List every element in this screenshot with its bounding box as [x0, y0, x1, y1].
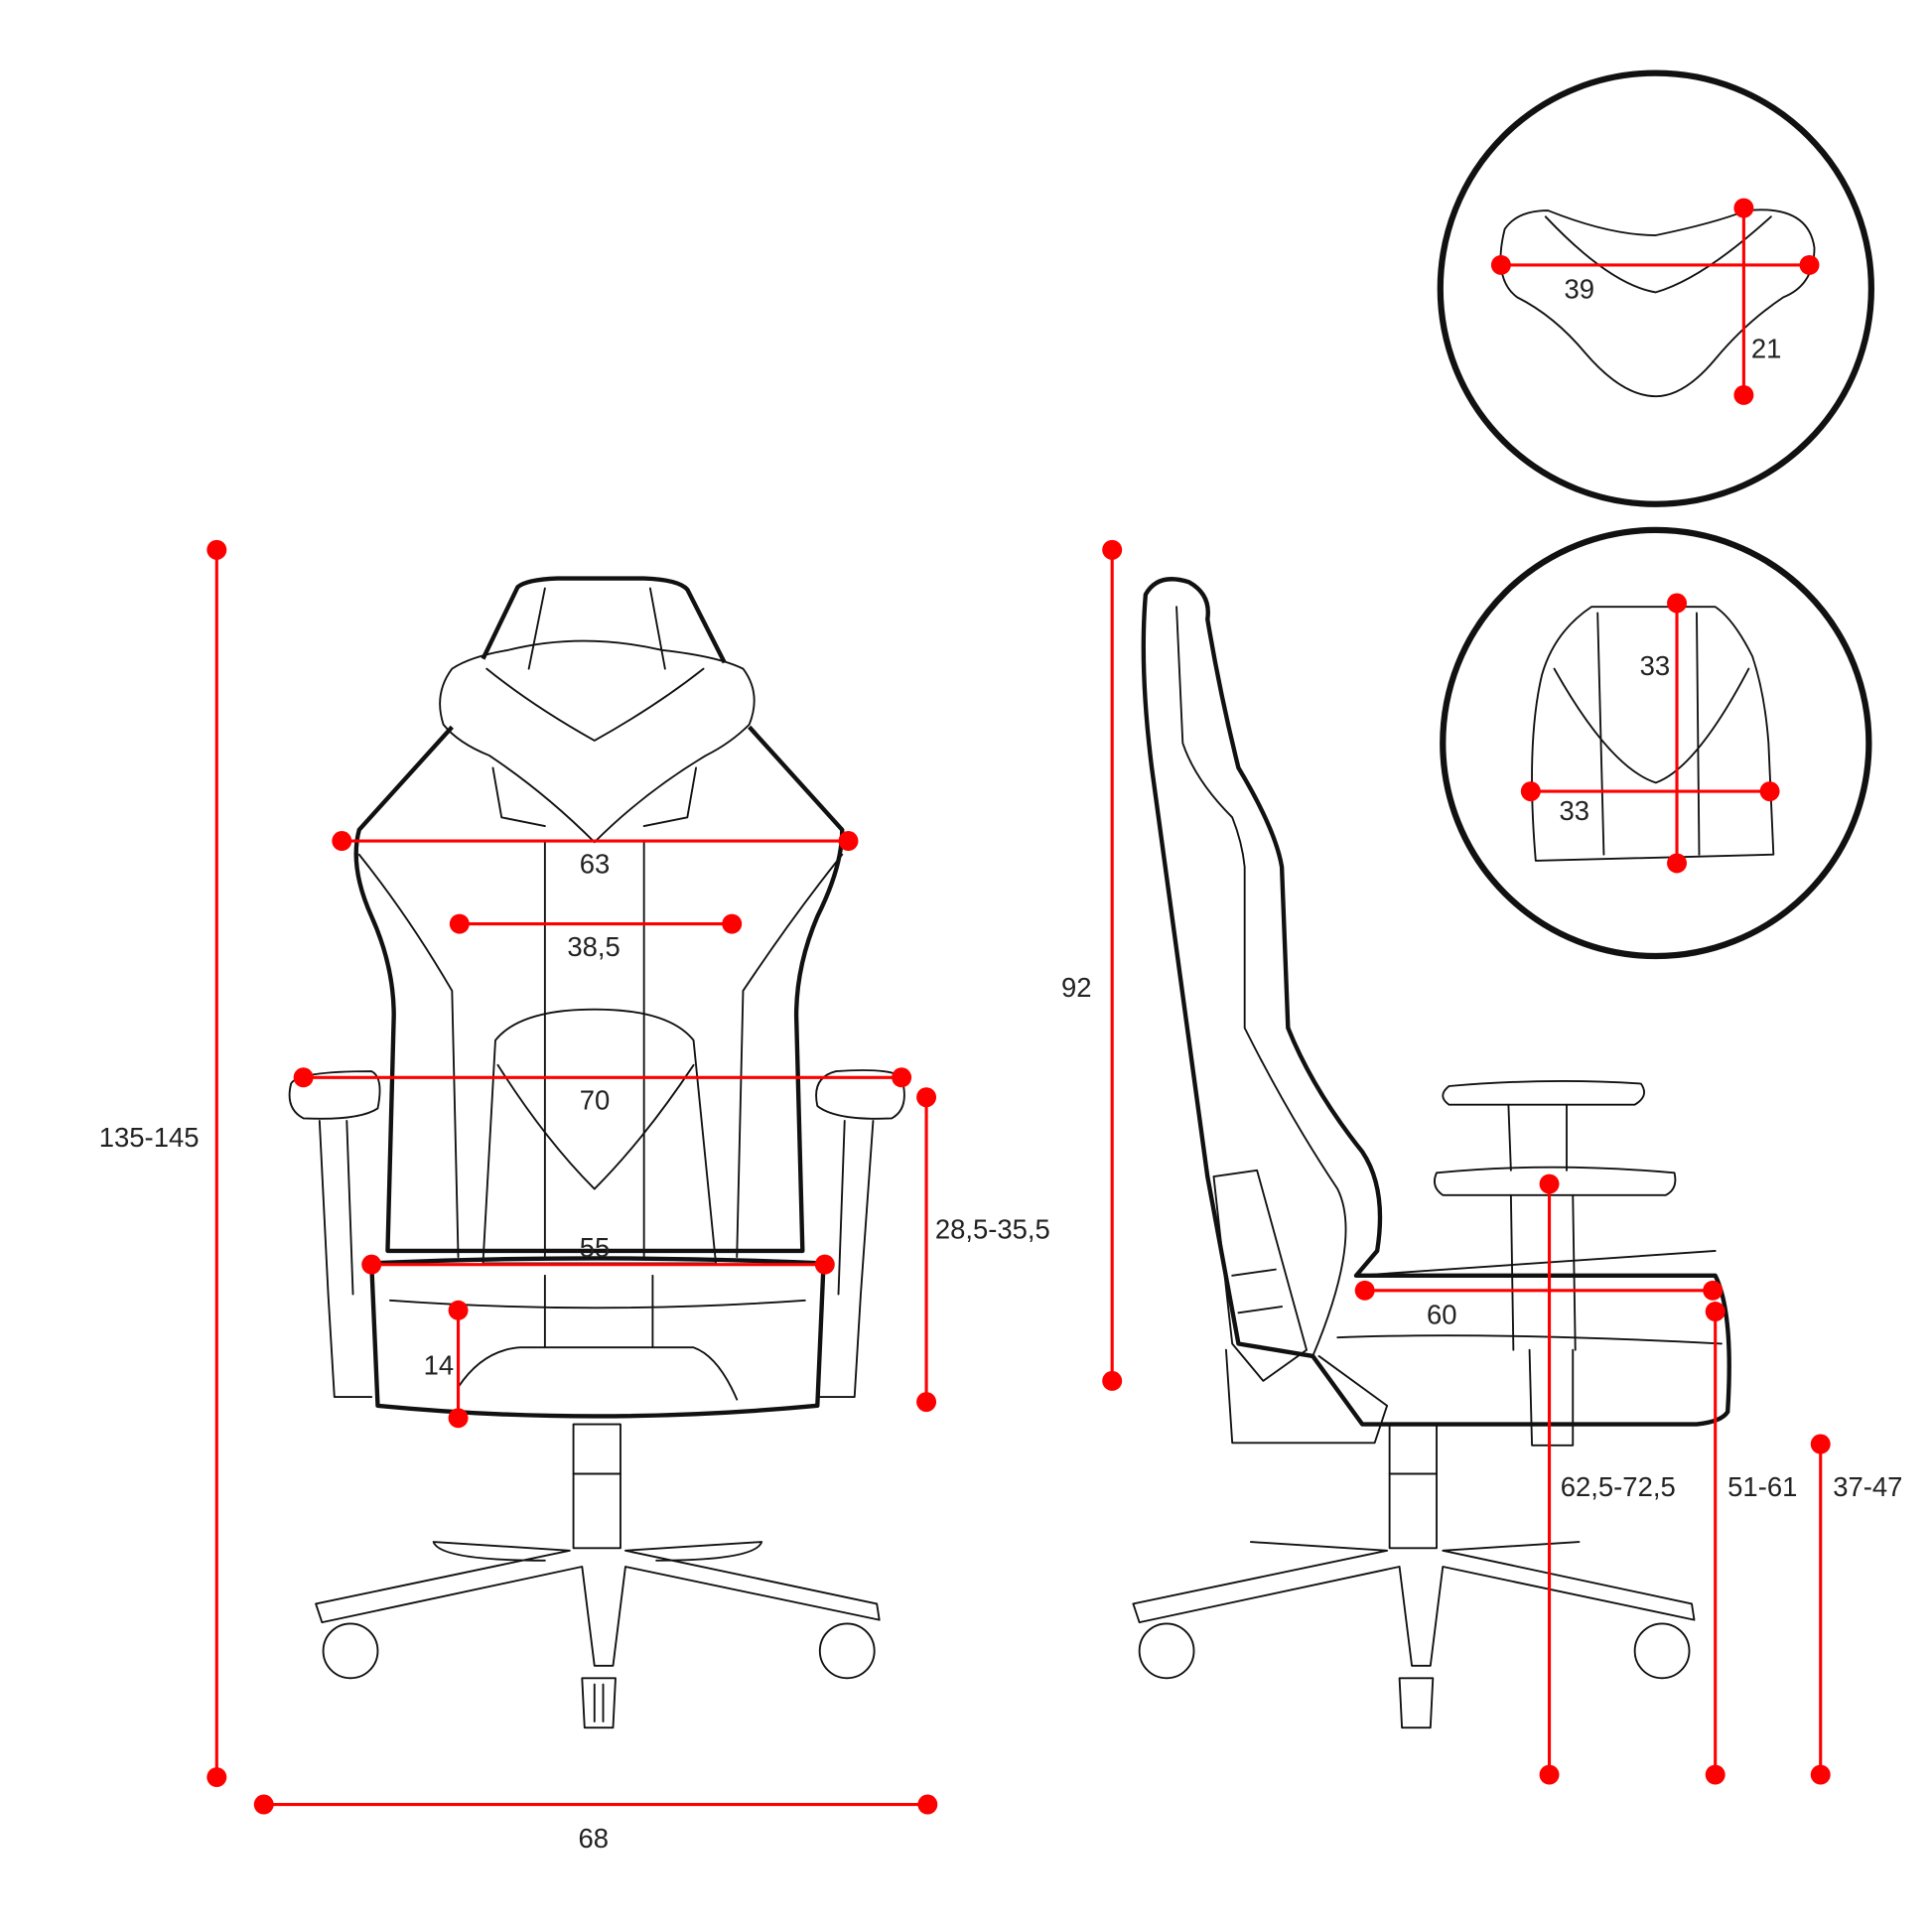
- side-view-chair: [1132, 577, 1731, 1729]
- armrest-span-label: 70: [580, 1085, 611, 1116]
- seat-floor-height-label: 37-47: [1833, 1471, 1902, 1502]
- seat-front-height-label: 51-61: [1727, 1471, 1797, 1502]
- headrest-detail: [1437, 69, 1874, 507]
- headrest-height-label: 21: [1751, 334, 1782, 364]
- base-width-label: 68: [579, 1823, 610, 1854]
- armrest-height-label: 28,5-35,5: [935, 1213, 1050, 1244]
- seat-cushion-height-label: 14: [424, 1350, 455, 1381]
- armrest-floor-height-label: 62,5-72,5: [1561, 1471, 1676, 1502]
- backrest-top-width-label: 63: [580, 848, 611, 879]
- seat-width-label: 55: [580, 1232, 611, 1263]
- backrest-height-label: 92: [1061, 972, 1092, 1003]
- backrest-inner-width-label: 38,5: [567, 931, 620, 962]
- seat-depth-label: 60: [1427, 1300, 1457, 1330]
- lumbar-width-label: 33: [1560, 795, 1590, 826]
- front-view-chair: [288, 576, 905, 1729]
- lumbar-height-label: 33: [1640, 650, 1671, 681]
- lumbar-detail: [1440, 526, 1872, 960]
- headrest-width-label: 39: [1565, 274, 1595, 305]
- dimension-lines: [207, 198, 1831, 1815]
- total-height-label: 135-145: [99, 1122, 200, 1153]
